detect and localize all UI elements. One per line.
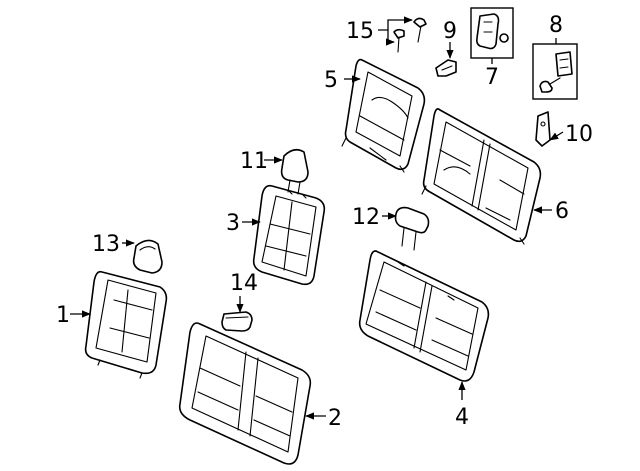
part-9-clip[interactable] bbox=[435, 59, 457, 77]
callout-13: 13 bbox=[92, 232, 120, 257]
callout-15: 15 bbox=[346, 19, 374, 44]
part-11-headrest[interactable] bbox=[280, 148, 309, 195]
callout-10: 10 bbox=[565, 122, 593, 147]
callout-5: 5 bbox=[324, 68, 338, 93]
callout-labels: 1 2 3 4 5 6 7 8 9 10 11 12 13 14 15 bbox=[56, 13, 593, 431]
callout-3: 3 bbox=[226, 211, 240, 236]
part-14-cap[interactable] bbox=[221, 311, 253, 332]
callout-4: 4 bbox=[455, 405, 469, 430]
callout-2: 2 bbox=[328, 406, 342, 431]
part-6-seat-back-frame-large[interactable] bbox=[421, 108, 542, 245]
part-4-seat-cushion-right[interactable] bbox=[358, 250, 490, 382]
part-12-headrest[interactable] bbox=[394, 206, 430, 251]
callout-11: 11 bbox=[240, 149, 268, 174]
part-2-seat-cushion[interactable] bbox=[178, 322, 312, 465]
part-13-headrest[interactable] bbox=[132, 239, 163, 274]
callout-8: 8 bbox=[549, 13, 563, 38]
leader-lines bbox=[70, 16, 564, 420]
callout-9: 9 bbox=[443, 19, 457, 44]
callout-6: 6 bbox=[555, 199, 569, 224]
callout-1: 1 bbox=[56, 303, 70, 328]
part-3-seat-back-middle[interactable] bbox=[252, 184, 326, 286]
callout-7: 7 bbox=[485, 65, 499, 90]
part-8-bracket-bolt[interactable] bbox=[532, 43, 578, 100]
part-1-seat-back-left[interactable] bbox=[84, 270, 168, 379]
part-15-bolts[interactable] bbox=[393, 17, 427, 53]
part-10-hinge-bracket[interactable] bbox=[535, 111, 551, 147]
callout-12: 12 bbox=[352, 205, 380, 230]
callout-14: 14 bbox=[230, 271, 258, 296]
part-5-seat-back-frame[interactable] bbox=[341, 58, 426, 173]
part-7-bracket[interactable] bbox=[470, 7, 514, 59]
